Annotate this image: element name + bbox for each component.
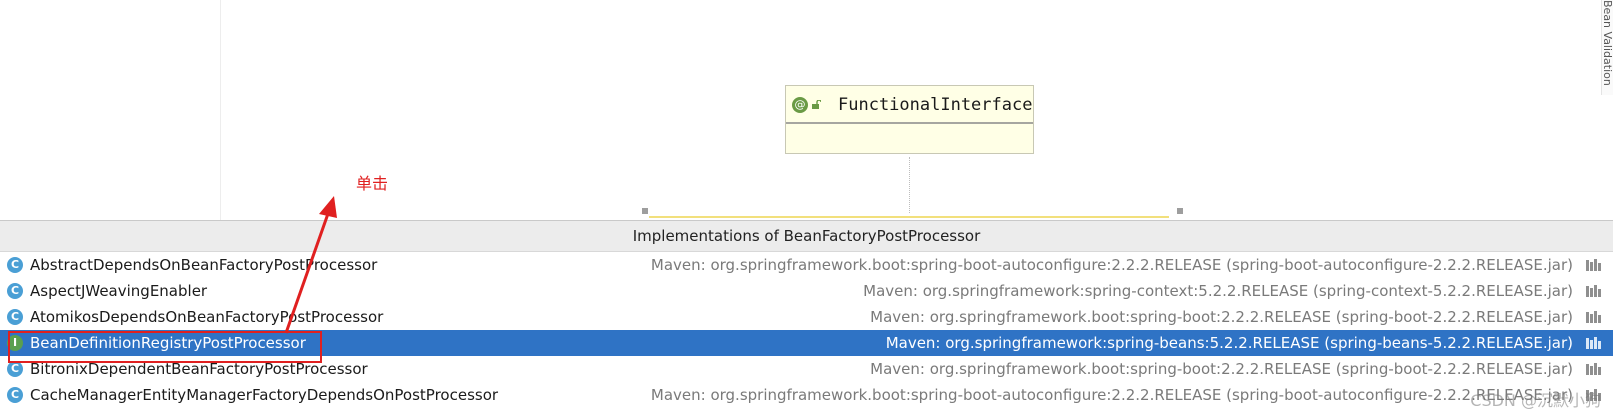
implementations-list: C AbstractDependsOnBeanFactoryPostProcess… — [0, 252, 1613, 408]
implementation-source: Maven: org.springframework.boot:spring-b… — [870, 308, 1573, 326]
class-node-header: @ FunctionalInterface — [786, 86, 1033, 124]
unlock-icon — [812, 100, 821, 109]
selection-handle-right[interactable] — [1177, 208, 1183, 214]
library-icon — [1586, 311, 1601, 323]
library-icon — [1586, 285, 1601, 297]
implementation-source: Maven: org.springframework.boot:spring-b… — [870, 360, 1573, 378]
implementation-row[interactable]: C CacheManagerEntityManagerFactoryDepends… — [0, 382, 1613, 408]
annotation-icon: @ — [792, 97, 808, 113]
implementation-name: BitronixDependentBeanFactoryPostProcesso… — [30, 360, 368, 378]
implementation-source: Maven: org.springframework.boot:spring-b… — [650, 256, 1573, 274]
side-tool-window-tab[interactable] — [1601, 0, 1613, 95]
library-icon — [1586, 337, 1601, 349]
implementation-source: Maven: org.springframework:spring-contex… — [863, 282, 1573, 300]
class-icon: C — [7, 257, 23, 273]
selected-node-edge — [649, 216, 1169, 218]
implementation-name: AtomikosDependsOnBeanFactoryPostProcesso… — [30, 308, 384, 326]
class-node-functional-interface[interactable]: @ FunctionalInterface — [785, 85, 1034, 154]
interface-icon: I — [7, 335, 23, 351]
implementation-name: AspectJWeavingEnabler — [30, 282, 208, 300]
implementation-name: BeanDefinitionRegistryPostProcessor — [30, 334, 306, 352]
library-icon — [1586, 259, 1601, 271]
class-icon: C — [7, 387, 23, 403]
library-icon — [1586, 389, 1601, 401]
popup-title: Implementations of BeanFactoryPostProces… — [0, 221, 1613, 252]
implementation-row[interactable]: C AspectJWeavingEnabler Maven: org.springf… — [0, 278, 1613, 304]
selection-handle-left[interactable] — [642, 208, 648, 214]
class-icon: C — [7, 361, 23, 377]
class-icon: C — [7, 309, 23, 325]
diagram-canvas[interactable]: @ FunctionalInterface Bean Validation — [0, 0, 1613, 220]
implementation-row[interactable]: C BitronixDependentBeanFactoryPostProcess… — [0, 356, 1613, 382]
implementation-row[interactable]: C AbstractDependsOnBeanFactoryPostProcess… — [0, 252, 1613, 278]
annotation-label: 单击 — [356, 174, 389, 193]
diagram-divider — [220, 0, 221, 220]
annotation-highlight-box — [8, 331, 322, 363]
library-icon — [1586, 363, 1601, 375]
implementation-row[interactable]: C AtomikosDependsOnBeanFactoryPostProcess… — [0, 304, 1613, 330]
inheritance-link — [909, 157, 910, 213]
class-node-name: FunctionalInterface — [838, 95, 1033, 115]
side-tool-window-label: Bean Validation — [1602, 0, 1613, 86]
implementation-name: AbstractDependsOnBeanFactoryPostProcesso… — [30, 256, 378, 274]
implementation-source: Maven: org.springframework.boot:spring-b… — [650, 386, 1573, 404]
watermark: CSDN @沉默小狗 — [1470, 391, 1601, 410]
implementations-popup[interactable]: Implementations of BeanFactoryPostProces… — [0, 220, 1613, 414]
implementation-name: CacheManagerEntityManagerFactoryDependsO… — [30, 386, 499, 404]
implementation-row[interactable]: I BeanDefinitionRegistryPostProcessor Mave… — [0, 330, 1613, 356]
implementation-source: Maven: org.springframework:spring-beans:… — [885, 334, 1573, 352]
class-icon: C — [7, 283, 23, 299]
